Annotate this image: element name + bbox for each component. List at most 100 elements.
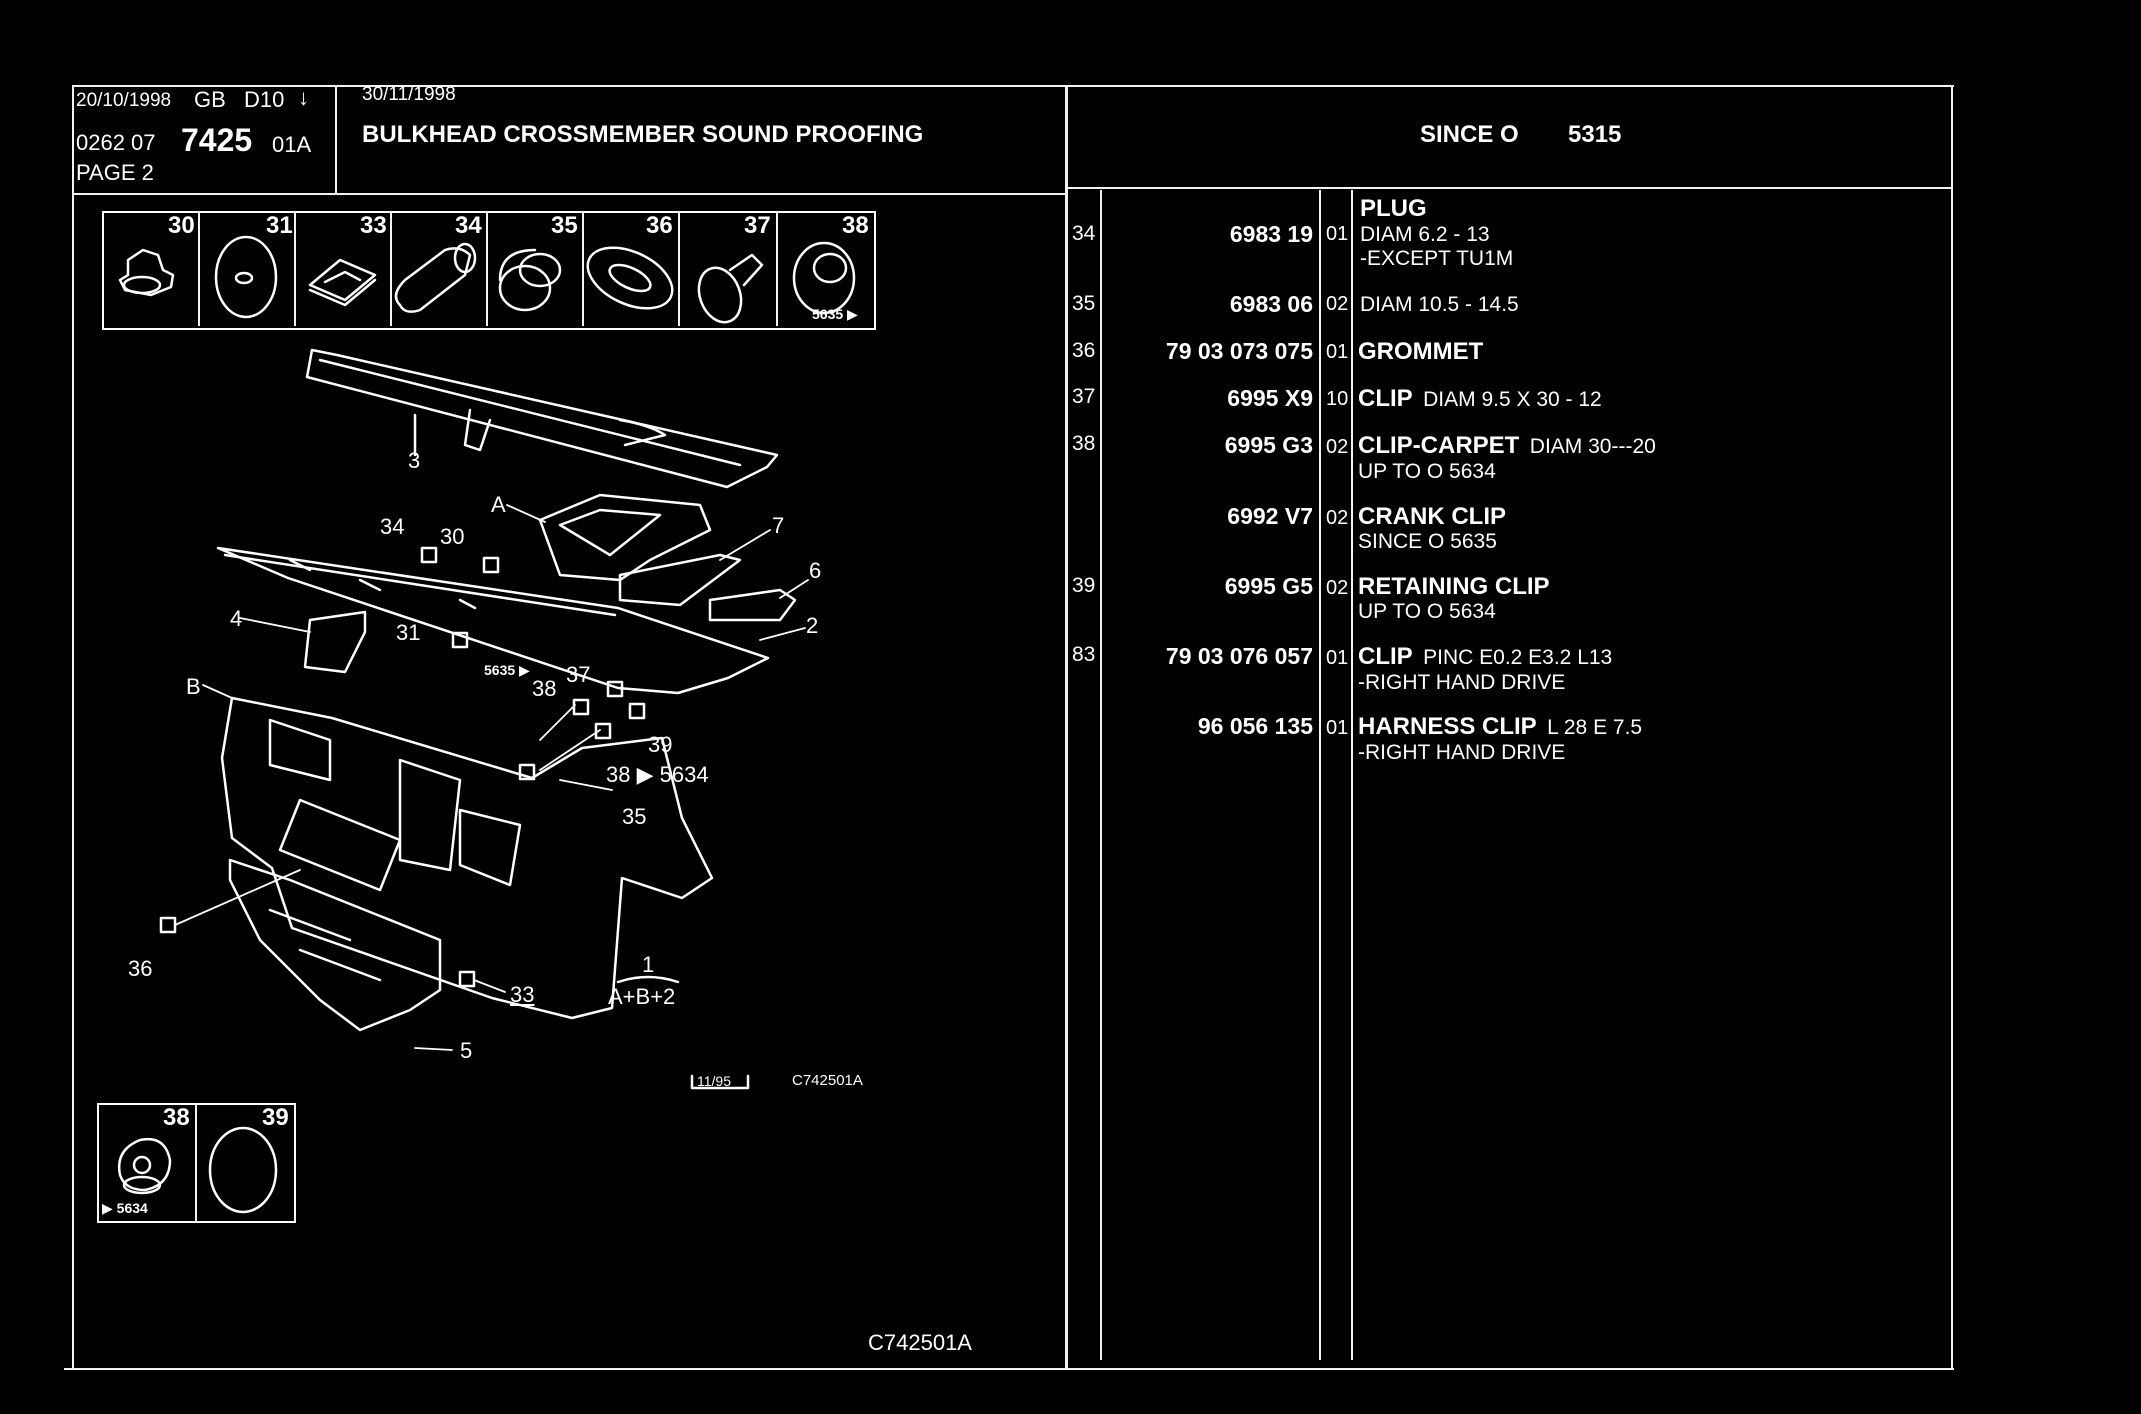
part-qty: 10 bbox=[1326, 388, 1349, 410]
thumb-divider bbox=[678, 211, 680, 326]
callout-3: 3 bbox=[408, 448, 421, 473]
part-number: 79 03 073 075 bbox=[1165, 338, 1313, 364]
thumb-divider bbox=[390, 211, 392, 326]
drawing-date: 11/95 bbox=[697, 1073, 731, 1089]
drawing-date-box bbox=[690, 1074, 750, 1090]
part-title: GROMMET bbox=[1358, 338, 1484, 365]
part-qty: 02 bbox=[1326, 507, 1349, 529]
thumb-divider bbox=[195, 1103, 197, 1221]
part-number: 96 056 135 bbox=[1197, 713, 1313, 739]
part-title: PLUG bbox=[1360, 195, 1427, 222]
part-ref: 39 bbox=[1072, 574, 1096, 597]
marker-30 bbox=[482, 556, 500, 574]
part-title: RETAINING CLIP bbox=[1358, 573, 1550, 600]
part-desc-inline: DIAM 9.5 X 30 - 12 bbox=[1423, 388, 1602, 411]
thumb-num: 36 bbox=[646, 212, 673, 239]
part-title-line: CLIP-CARPET DIAM 30---20 bbox=[1358, 432, 1656, 460]
marker-38b bbox=[594, 722, 612, 740]
callout-33: 33 bbox=[510, 982, 535, 1007]
part-qty: 01 bbox=[1326, 223, 1349, 245]
marker-31 bbox=[451, 631, 469, 649]
part-ref: 34 bbox=[1072, 222, 1096, 245]
part-A-duct bbox=[538, 493, 712, 582]
thumb-strip-top bbox=[102, 211, 876, 330]
center-divider bbox=[1065, 85, 1068, 1370]
callout-5: 5 bbox=[460, 1038, 473, 1063]
part-ref: 37 bbox=[1072, 385, 1096, 408]
header-divider-left bbox=[72, 193, 1067, 195]
part-title: CLIP-CARPET bbox=[1358, 432, 1520, 459]
thumb-num: 34 bbox=[455, 212, 482, 239]
drawing-ref: C742501A bbox=[792, 1072, 863, 1089]
marker-33 bbox=[458, 970, 476, 988]
frame-bottom bbox=[64, 1368, 1954, 1370]
thumb-divider bbox=[486, 211, 488, 326]
part-B-firewall bbox=[220, 696, 714, 1020]
arrow-down-icon: ↓ bbox=[298, 85, 309, 110]
retaining-clip-39-icon bbox=[208, 1126, 278, 1214]
header-divider-right bbox=[1067, 187, 1953, 189]
table-col-ref bbox=[1100, 190, 1102, 1360]
marker-37 bbox=[606, 680, 624, 698]
round-grommet-icon bbox=[498, 248, 562, 312]
part-desc-inline: DIAM 30---20 bbox=[1529, 435, 1656, 458]
part-title: HARNESS CLIP bbox=[1358, 713, 1537, 740]
marker-39 bbox=[628, 702, 646, 720]
part-4-soundproof bbox=[303, 610, 367, 674]
header-date2: 30/11/1998 bbox=[362, 84, 456, 105]
frame-left bbox=[72, 85, 74, 1370]
part-desc-line: UP TO O 5634 bbox=[1358, 460, 1496, 483]
a-b-2-brace bbox=[616, 975, 680, 984]
part-title: CLIP bbox=[1358, 643, 1413, 670]
header-date1: 20/10/1998 bbox=[76, 90, 172, 111]
part-number: 6995 G5 bbox=[1224, 573, 1313, 599]
part-desc-line: UP TO O 5634 bbox=[1358, 600, 1496, 623]
part-number: 79 03 076 057 bbox=[1165, 643, 1313, 669]
thumb-num: 35 bbox=[551, 212, 578, 239]
part-ref: 35 bbox=[1072, 292, 1096, 315]
callout-A: A bbox=[491, 492, 506, 517]
part-qty: 02 bbox=[1326, 436, 1349, 458]
part-qty: 01 bbox=[1326, 717, 1349, 739]
part-title: CRANK CLIP bbox=[1358, 503, 1506, 530]
part-desc-line: -RIGHT HAND DRIVE bbox=[1358, 671, 1566, 694]
part-qty: 02 bbox=[1326, 577, 1349, 599]
callout-38b: 38 ▶ 5634 bbox=[606, 762, 709, 787]
header-ref-suffix: 01A bbox=[272, 132, 312, 157]
part-desc-line: DIAM 6.2 - 13 bbox=[1360, 223, 1490, 246]
part-7-pad bbox=[618, 553, 742, 607]
tapered-plug-icon bbox=[394, 242, 477, 313]
callout-31: 31 bbox=[396, 620, 421, 645]
part-title-line: HARNESS CLIP L 28 E 7.5 bbox=[1358, 713, 1642, 741]
part-title-line: CLIP PINC E0.2 E3.2 L13 bbox=[1358, 643, 1612, 671]
callout-39: 39 bbox=[648, 732, 673, 757]
since-label: SINCE O bbox=[1420, 121, 1519, 148]
part-6-seal bbox=[708, 588, 797, 622]
frame-right bbox=[1951, 85, 1953, 1370]
part-number: 6992 V7 bbox=[1227, 503, 1313, 529]
thumb-note: 5635 ▶ bbox=[812, 306, 858, 322]
thumb-divider bbox=[776, 211, 778, 326]
part-5-lower bbox=[228, 858, 442, 1032]
callout-a-b-2: A+B+2 bbox=[608, 984, 676, 1009]
thumb-num: 31 bbox=[266, 212, 293, 239]
thumb-num: 33 bbox=[360, 212, 387, 239]
carpet-clip-38-icon bbox=[117, 1137, 172, 1195]
marker-36 bbox=[159, 916, 177, 934]
part-ref: 36 bbox=[1072, 339, 1096, 362]
thumb-divider bbox=[294, 211, 296, 326]
square-clip-icon bbox=[308, 258, 377, 307]
part-qty: 02 bbox=[1326, 293, 1349, 315]
callout-37: 37 bbox=[566, 662, 591, 687]
marker-35 bbox=[518, 763, 536, 781]
part-3-crossmember bbox=[305, 348, 779, 489]
thumb-num: 38 bbox=[163, 1104, 190, 1131]
since-value: 5315 bbox=[1568, 121, 1622, 148]
callout-7: 7 bbox=[772, 513, 785, 538]
part-number: 6983 19 bbox=[1229, 221, 1313, 247]
callout-30: 30 bbox=[440, 524, 465, 549]
part-number: 6995 G3 bbox=[1224, 432, 1313, 458]
callout-38a: 38 bbox=[532, 676, 557, 701]
header-lang: GB bbox=[194, 87, 226, 112]
